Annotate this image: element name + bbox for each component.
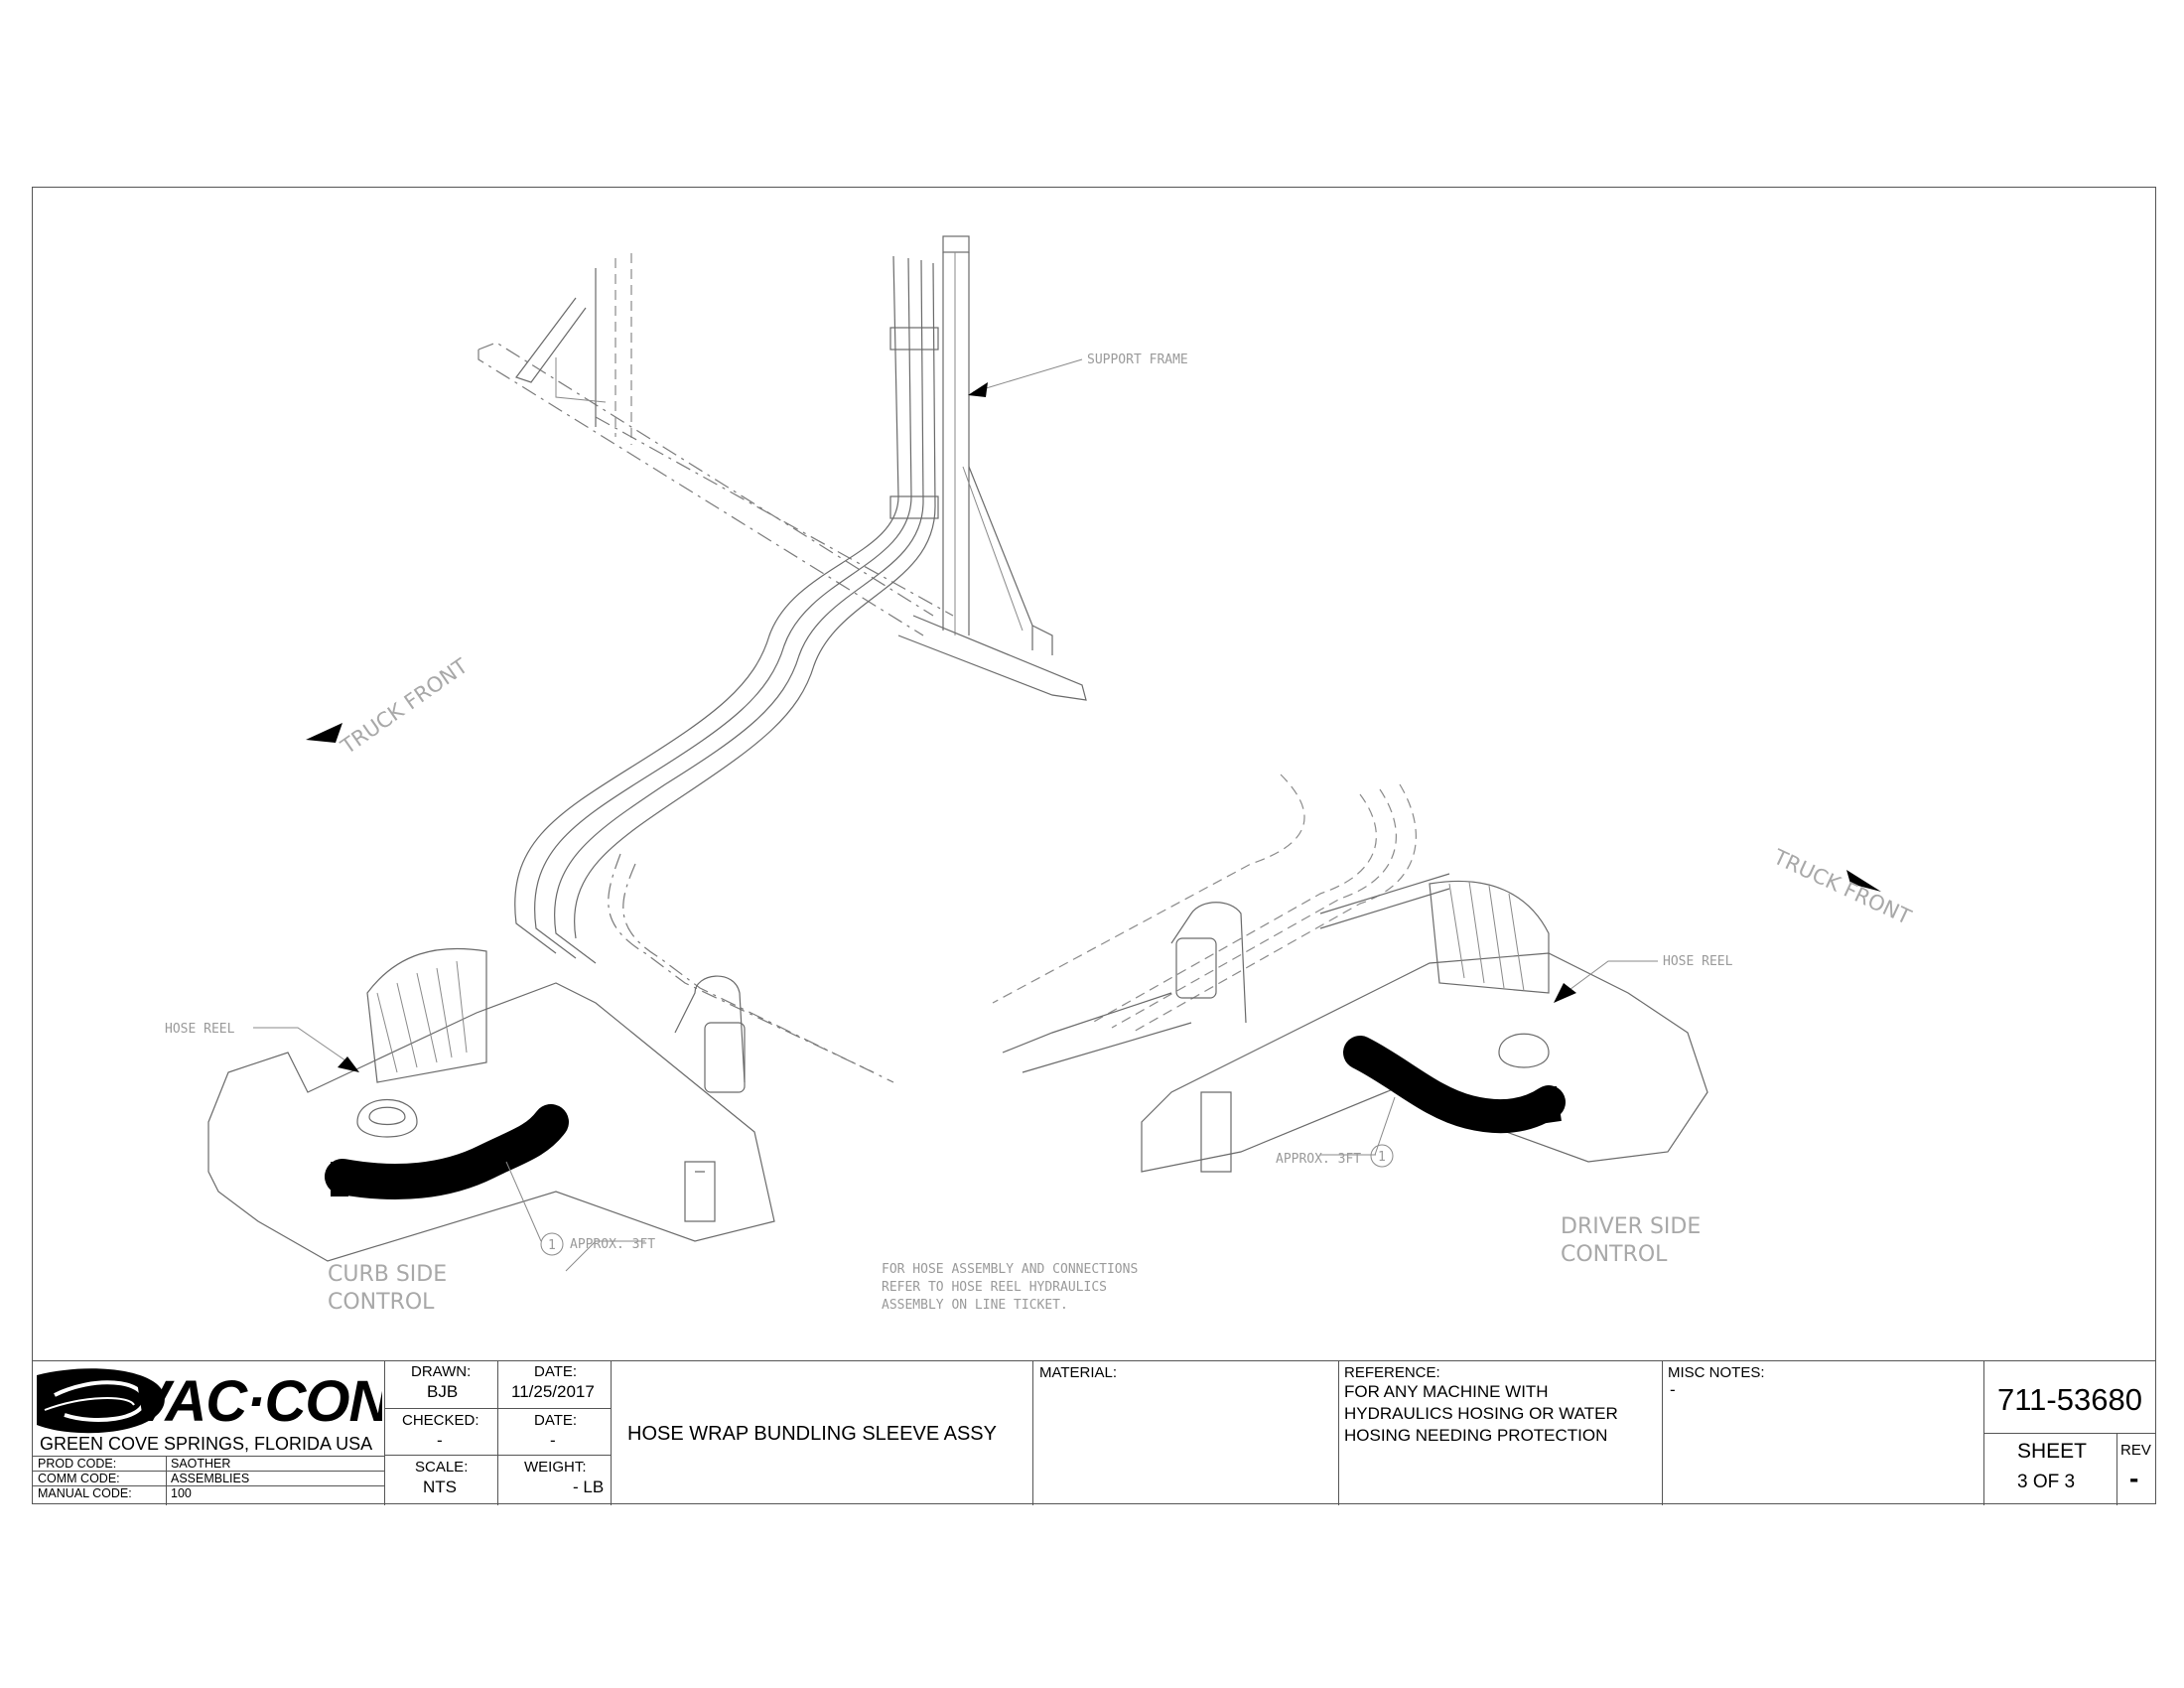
drawn-label: DRAWN: [411,1363,472,1380]
scale-label: SCALE: [415,1459,469,1476]
item-balloon-left [540,1232,564,1256]
note-line3: ASSEMBLY ON LINE TICKET. [882,1298,1068,1313]
comm-code-value: ASSEMBLIES [171,1472,250,1485]
reference-line3: HOSING NEEDING PROTECTION [1344,1426,1608,1445]
isometric-drawing: 1 1 SUPPORT FRAME HOSE REEL HOSE REEL AP… [165,235,1915,1315]
support-frame [478,235,1087,701]
date2-value: - [550,1431,556,1450]
drawing-sheet-border [32,187,2156,1504]
manual-code-value: 100 [171,1486,192,1500]
rev-value: - [2129,1463,2139,1493]
curb-side-label-line2: CONTROL [328,1290,435,1315]
item-balloon-right-number: 1 [1378,1150,1386,1165]
truck-front-label-right: TRUCK FRONT [1769,844,1915,928]
approx-label-left: APPROX. 3FT [570,1237,655,1252]
prod-code-value: SAOTHER [171,1457,231,1471]
date1-value: 11/25/2017 [511,1382,595,1401]
date1-label: DATE: [534,1363,578,1380]
scale-value: NTS [423,1477,457,1496]
driver-side-label-line2: CONTROL [1561,1242,1668,1267]
hose-sleeve-curb-side [325,1104,569,1199]
part-number: 711-53680 [1997,1382,2142,1417]
weight-value: - LB [573,1477,605,1496]
driver-side-control-body [1141,880,1708,1173]
item-balloon-right [1370,1144,1394,1168]
swoosh-logo-icon [37,1368,165,1434]
item-balloon-left-number: 1 [548,1238,556,1253]
truck-front-arrow-right [1846,870,1881,892]
reference-line1: FOR ANY MACHINE WITH [1344,1382,1549,1401]
company-location: GREEN COVE SPRINGS, FLORIDA USA [40,1434,373,1454]
driver-side-hoses [992,774,1450,1073]
support-frame-label: SUPPORT FRAME [1087,352,1188,367]
misc-notes-label: MISC NOTES: [1668,1364,1765,1381]
company-logo: VAC·CON [35,1365,382,1440]
manual-code-label: MANUAL CODE: [38,1486,132,1500]
checked-label: CHECKED: [402,1412,479,1429]
curb-side-label-line1: CURB SIDE [328,1262,447,1287]
driver-side-label-line1: DRIVER SIDE [1561,1214,1701,1239]
reference-line2: HYDRAULICS HOSING OR WATER [1344,1404,1618,1423]
logo-wordmark: VAC·CON [132,1369,382,1434]
comm-code-label: COMM CODE: [38,1472,120,1485]
leader-lines [253,358,1658,1272]
title-block: VAC·CON GREEN COVE SPRINGS, FLORIDA USA … [32,1360,2156,1505]
drawing-title: HOSE WRAP BUNDLING SLEEVE ASSY [627,1423,997,1445]
truck-front-arrow-left [306,723,342,743]
weight-label: WEIGHT: [524,1459,587,1476]
hose-sleeve-driver-end [1541,1085,1562,1124]
note-line2: REFER TO HOSE REEL HYDRAULICS [882,1280,1107,1295]
drawn-value: BJB [427,1382,459,1401]
material-label: MATERIAL: [1039,1364,1118,1381]
sheet-label: SHEET [2017,1440,2088,1463]
sheet-value: 3 OF 3 [2017,1472,2076,1492]
hose-reel-label-left: HOSE REEL [165,1022,235,1037]
date2-label: DATE: [534,1412,578,1429]
curb-side-control-body [207,947,775,1262]
reference-label: REFERENCE: [1344,1364,1440,1381]
prod-code-label: PROD CODE: [38,1457,117,1471]
note-line1: FOR HOSE ASSEMBLY AND CONNECTIONS [882,1262,1138,1277]
hose-sleeve-driver-side [1343,1036,1566,1134]
hose-reel-label-right: HOSE REEL [1663,954,1733,969]
misc-notes-value: - [1670,1380,1676,1399]
checked-value: - [437,1431,443,1450]
hose-bundle [514,255,939,1083]
truck-front-label-left: TRUCK FRONT [336,654,472,760]
rev-label: REV [2120,1442,2151,1459]
approx-label-right: APPROX. 3FT [1276,1152,1361,1167]
